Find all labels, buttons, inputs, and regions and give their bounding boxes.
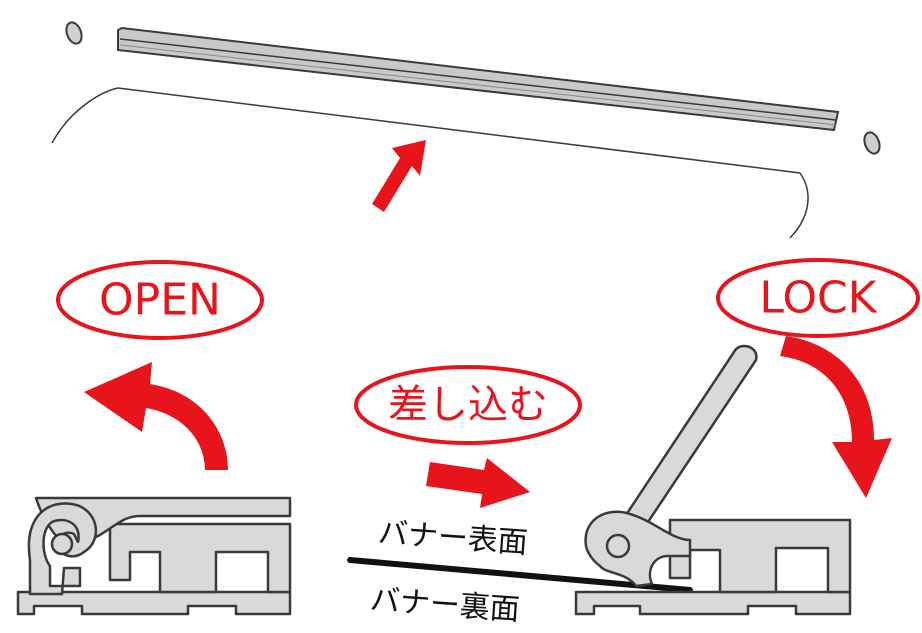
right-end-cap: [863, 131, 881, 155]
open-label: OPEN: [99, 275, 221, 326]
lock-label: LOCK: [759, 273, 877, 324]
banner-front-label: バナー表面: [377, 516, 529, 561]
open-hinge-pin: [50, 532, 74, 556]
lock-bubble: LOCK: [716, 258, 920, 338]
banner-sheet-outline: [51, 87, 809, 239]
lock-hinge-pin: [605, 533, 631, 559]
lock-channel-profile: [668, 518, 852, 594]
left-end-cap: [65, 21, 83, 45]
insert-right-arrow: [426, 458, 530, 508]
open-channel-profile: [108, 522, 292, 594]
open-curved-arrow: [84, 362, 228, 470]
rail-groove-line: [119, 44, 837, 126]
insert-bubble: 差し込む: [354, 365, 582, 445]
lock-base-profile: [574, 590, 852, 616]
banner-sheet-line: [347, 557, 693, 593]
rail-groove-line: [119, 38, 837, 121]
lock-curved-arrow: [780, 336, 892, 498]
lock-profile-section: [574, 344, 852, 616]
insert-up-arrow: [372, 140, 426, 212]
open-base-profile: [16, 590, 292, 616]
open-profile-section: [16, 496, 292, 616]
lock-clip-hook: [584, 510, 692, 588]
lock-arm: [618, 344, 758, 536]
open-bubble: OPEN: [56, 260, 264, 340]
insert-label: 差し込む: [388, 382, 548, 428]
top-rail-assembly: [51, 21, 881, 239]
banner-back-label: バナー裏面: [369, 583, 521, 628]
